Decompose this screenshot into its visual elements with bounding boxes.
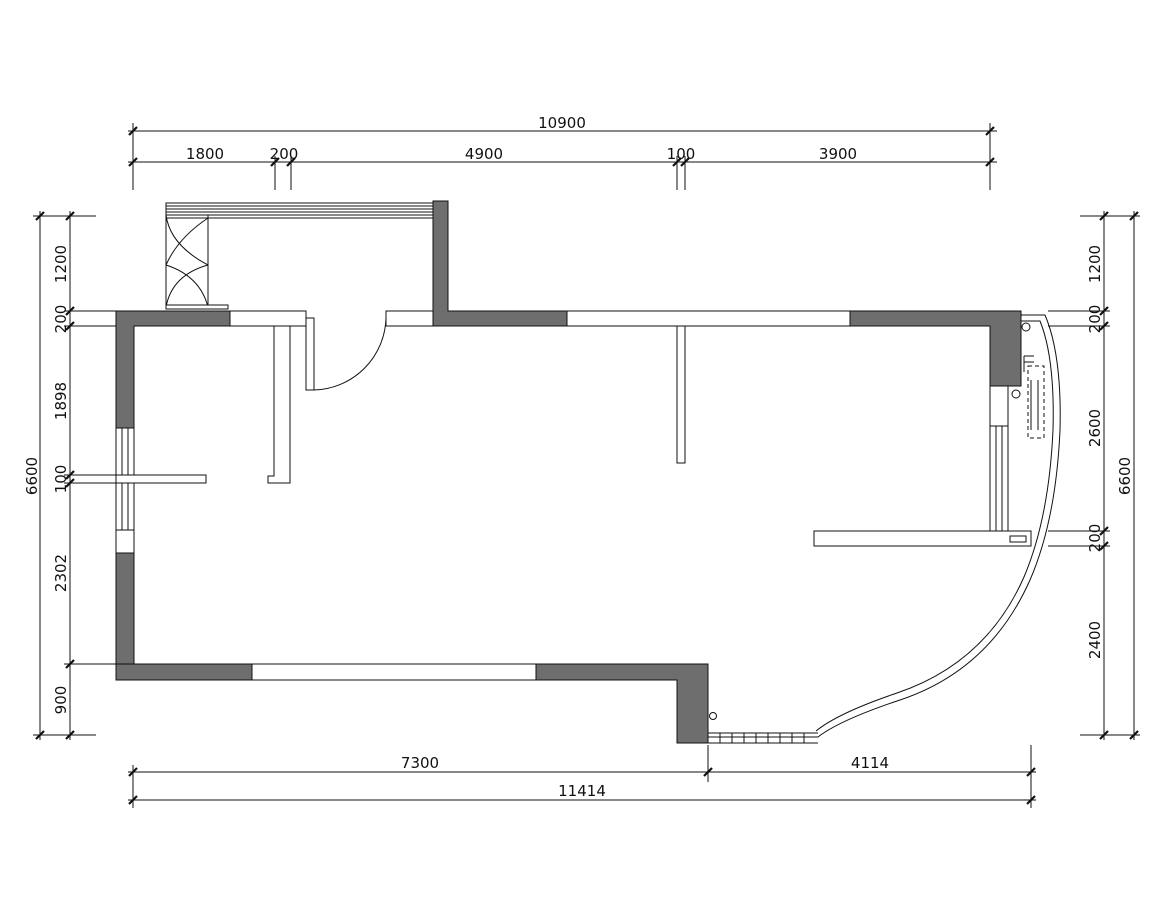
wall-left-upper bbox=[115, 310, 231, 429]
openings bbox=[115, 310, 1009, 681]
dim-left-seg-2: 200 bbox=[52, 305, 70, 334]
dim-top-seg-3: 4900 bbox=[465, 145, 503, 163]
dim-right-seg-2: 200 bbox=[1086, 305, 1104, 334]
window-left-upper bbox=[115, 427, 135, 476]
drain-icon-2 bbox=[1011, 389, 1021, 399]
dim-left-seg-1: 1200 bbox=[52, 245, 70, 283]
dim-left-seg-6: 900 bbox=[52, 686, 70, 715]
wall-top-right bbox=[849, 310, 1022, 387]
dim-right-seg-4: 200 bbox=[1086, 524, 1104, 553]
dim-top-seg-5: 3900 bbox=[819, 145, 857, 163]
dim-bottom-total: 11414 bbox=[558, 782, 606, 800]
dim-bottom-seg-2: 4114 bbox=[851, 754, 889, 772]
wall-bottom bbox=[115, 663, 253, 681]
dim-left-seg-3: 1898 bbox=[52, 382, 70, 420]
drain-icon bbox=[1021, 322, 1031, 332]
balcony bbox=[708, 314, 1061, 744]
window-top-right bbox=[566, 310, 851, 327]
left-dimensions: 6600 1200 200 1898 100 2302 900 bbox=[23, 211, 122, 740]
partition-left-short bbox=[115, 474, 207, 484]
door bbox=[305, 317, 387, 391]
partition-center bbox=[676, 325, 686, 464]
dim-top-seg-1: 1800 bbox=[186, 145, 224, 163]
dim-left-seg-5: 2302 bbox=[52, 554, 70, 592]
partition-right bbox=[813, 530, 1032, 547]
right-dimensions: 1200 200 2600 200 2400 6600 bbox=[1048, 211, 1140, 740]
bottom-dimensions: 7300 4114 11414 bbox=[128, 745, 1036, 808]
window-bottom bbox=[251, 663, 537, 681]
window-top-mid bbox=[385, 310, 434, 327]
dim-top-total: 10900 bbox=[538, 114, 586, 132]
partitions bbox=[115, 325, 1032, 547]
fixtures bbox=[709, 322, 1045, 720]
dim-left-seg-4: 100 bbox=[52, 465, 70, 494]
appliance-outline bbox=[1027, 365, 1045, 439]
dim-right-seg-1: 1200 bbox=[1086, 245, 1104, 283]
window-right-lower bbox=[989, 425, 1009, 532]
wall-top-mid bbox=[432, 200, 568, 327]
window-top-left bbox=[229, 310, 307, 327]
dim-left-total: 6600 bbox=[23, 457, 41, 495]
column-left bbox=[115, 529, 135, 554]
entrance-gate bbox=[165, 202, 434, 310]
wall-left-lower bbox=[115, 552, 135, 681]
dim-right-seg-5: 2400 bbox=[1086, 621, 1104, 659]
top-dimensions: 10900 1800 200 4900 100 3900 bbox=[128, 114, 997, 190]
dim-bottom-seg-1: 7300 bbox=[401, 754, 439, 772]
wall-bottom-right bbox=[535, 663, 709, 744]
dim-right-total: 6600 bbox=[1116, 457, 1134, 495]
dim-right-seg-3: 2600 bbox=[1086, 409, 1104, 447]
walls bbox=[115, 200, 1022, 744]
drain-icon-3 bbox=[709, 712, 717, 720]
dim-top-seg-2: 200 bbox=[270, 145, 299, 163]
window-left-lower bbox=[115, 482, 135, 531]
dim-top-seg-4: 100 bbox=[667, 145, 696, 163]
partition-left-room bbox=[267, 325, 291, 484]
window-right bbox=[989, 385, 1009, 427]
